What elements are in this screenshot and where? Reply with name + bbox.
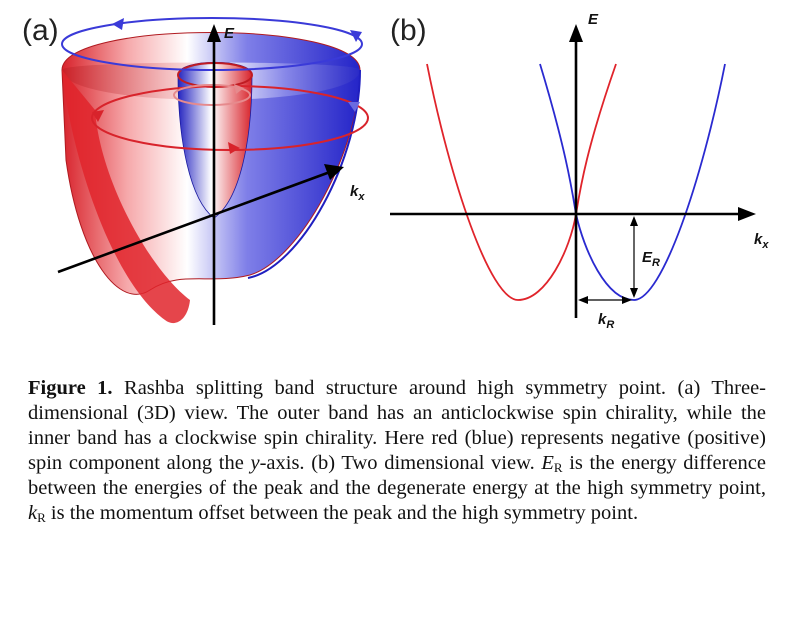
kr-arrow-head-left (578, 296, 588, 304)
panel-b-label: (b) (390, 14, 427, 47)
ring-arrow (112, 18, 124, 30)
kr-label: kR (598, 311, 614, 331)
er-label: ER (642, 249, 660, 269)
ring-arrow (234, 84, 244, 94)
ring-arrow (92, 110, 104, 122)
panel-a-label: (a) (22, 14, 59, 47)
caption-kr-subscript: R (37, 510, 46, 525)
kr-arrow-head-right (622, 296, 632, 304)
axis-kx-label: kx (754, 231, 769, 251)
ring-arrow (348, 102, 360, 112)
axis-kx-label: kx (350, 183, 365, 203)
caption-figure-label: Figure 1. (28, 377, 113, 399)
caption-kr-symbol: k (28, 502, 38, 524)
axis-e-label: E (588, 11, 599, 28)
caption-er-subscript: R (553, 460, 563, 475)
er-arrow-head-top (630, 216, 638, 226)
blue-band-curve (539, 63, 726, 301)
red-band-curve (426, 63, 617, 301)
outer-band-left-front (62, 70, 190, 324)
panel-b-2d-diagram: E kx ER kR (390, 11, 769, 331)
ring-arrow (350, 30, 362, 42)
panel-a-3d-diagram: E kx (57, 17, 369, 325)
caption-text-2: -axis. (b) Two dimensional view. (259, 452, 542, 474)
caption-text-1: Rashba splitting band structure around h… (28, 377, 766, 474)
caption-y-axis: y (250, 452, 260, 474)
axis-e-arrow (207, 24, 221, 42)
axis-e-label: E (224, 25, 235, 42)
axis-kx (57, 170, 331, 274)
ring-arrow (228, 142, 240, 154)
caption-text-4: is the momentum offset between the peak … (45, 502, 639, 524)
caption-er-symbol: E (541, 452, 554, 474)
er-arrow-head-bottom (630, 288, 638, 298)
caption-text-3: is the energy difference between the ene… (28, 452, 766, 499)
axis-e-arrow (569, 24, 583, 42)
axis-kx-arrow (738, 207, 756, 221)
axis-kx-arrow (324, 164, 344, 180)
inner-spin-ring (173, 84, 251, 106)
outer-spin-ring-top (61, 17, 363, 71)
figure-caption: Figure 1. Rashba splitting band structur… (28, 376, 766, 526)
